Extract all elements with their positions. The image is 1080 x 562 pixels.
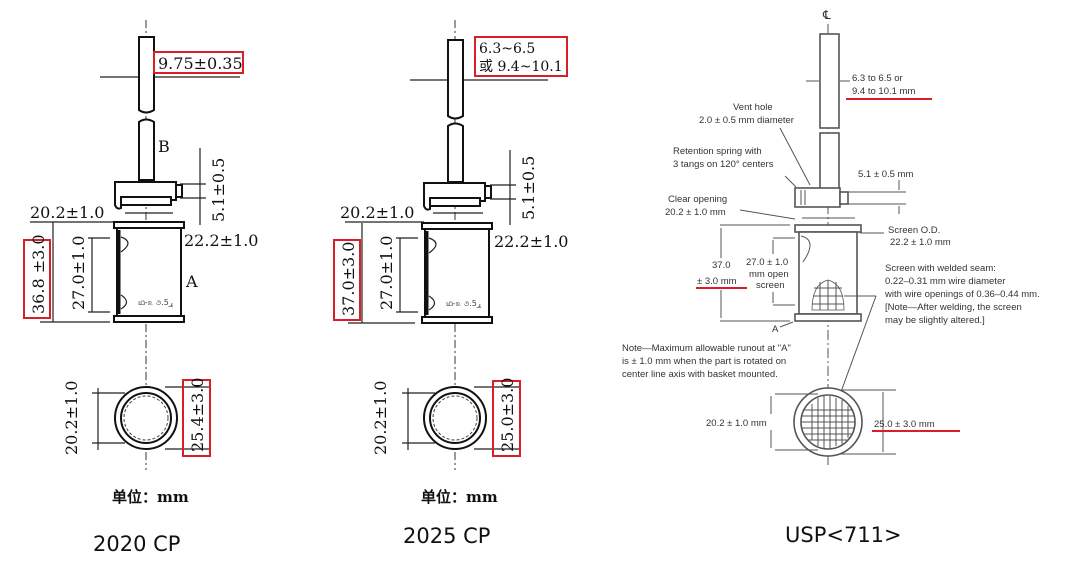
rod xyxy=(138,36,155,181)
centerline-symbol: ℄ xyxy=(822,8,831,22)
retention-spring-line1: Retention spring with xyxy=(673,146,762,157)
rod-diameter-line1: 6.3~6.5 xyxy=(479,41,535,57)
screen-note-line4: [Note—After welding, the screen xyxy=(885,302,1022,313)
clear-opening-label: 20.2±1.0 xyxy=(340,203,414,222)
screen-note-line3: with wire openings of 0.36–0.44 mm. xyxy=(884,289,1040,300)
open-screen-line2: mm open xyxy=(749,269,789,280)
rod-diameter-label: 9.75±0.35 xyxy=(158,54,243,73)
spring-height-label: 5.1±0.5 xyxy=(519,156,538,220)
panel-caption: 2020 CP xyxy=(93,532,180,556)
unit-label: 单位：mm xyxy=(112,488,189,506)
screen-note-line2: 0.22–0.31 mm wire diameter xyxy=(885,276,1005,287)
screen-note-line1: Screen with welded seam: xyxy=(885,263,996,274)
rod-diameter-line2: 或 9.4~10.1 xyxy=(479,59,563,75)
spring-height-label: 5.1±0.5 xyxy=(209,158,228,222)
clear-opening-line2: 20.2 ± 1.0 mm xyxy=(665,207,726,218)
spring-height-label: 5.1 ± 0.5 mm xyxy=(858,169,913,180)
runout-note-line1: Note—Maximum allowable runout at "A" xyxy=(622,343,791,354)
highlight-box xyxy=(23,239,51,319)
basket: ഥ-௨ ૭.5ړ xyxy=(421,222,493,324)
screen-od-label: 22.2±1.0 xyxy=(184,231,258,250)
inner-diameter-label: 20.2±1.0 xyxy=(371,381,390,455)
panel-2020-cp: 9.75±0.35 B 5.1±0.5 20.2±1.0 ഥ-௨ ૭.5ړ 22… xyxy=(23,20,258,556)
point-a-label: A xyxy=(772,324,779,335)
outer-diameter-label: 25.4±3.0 xyxy=(188,378,207,452)
outer-diameter-label: 25.0 ± 3.0 mm xyxy=(874,419,935,430)
highlight-box xyxy=(153,51,244,74)
rod-diameter-line1: 6.3 to 6.5 or xyxy=(852,73,903,84)
vent-hole-line2: 2.0 ± 0.5 mm diameter xyxy=(699,115,794,126)
svg-text:ഥ-௨ ૭.5ړ: ഥ-௨ ૭.5ړ xyxy=(138,298,174,307)
basket-height-line2: ± 3.0 mm xyxy=(697,276,737,287)
retention-spring-line2: 3 tangs on 120° centers xyxy=(673,159,774,170)
basket: ഥ-௨ ૭.5ړ xyxy=(113,221,185,323)
screen-od-line1: Screen O.D. xyxy=(888,225,940,236)
panel-2025-cp: 6.3~6.5 或 9.4~10.1 5.1±0.5 20.2±1.0 ഥ-௨ … xyxy=(333,20,568,548)
point-b-label: B xyxy=(158,137,170,156)
basket-height-line1: 37.0 xyxy=(712,260,731,271)
spring-cap xyxy=(794,187,906,208)
open-screen-line1: 27.0 ± 1.0 xyxy=(746,257,788,268)
svg-text:ഥ-௨ ૭.5ړ: ഥ-௨ ૭.5ړ xyxy=(446,299,482,308)
basket-height-label: 37.0±3.0 xyxy=(339,242,358,316)
highlight-box xyxy=(474,36,568,77)
unit-label: 单位：mm xyxy=(421,488,498,506)
spring-cap xyxy=(114,181,183,210)
point-a-label: A xyxy=(185,272,198,291)
highlight-box xyxy=(333,239,361,321)
screen-od-label: 22.2±1.0 xyxy=(494,232,568,251)
highlight-box xyxy=(492,380,521,457)
basket-bottom-view xyxy=(793,387,863,457)
panel-caption: 2025 CP xyxy=(403,524,490,548)
spring-cap xyxy=(423,182,492,211)
screen-note-line5: may be slightly altered.] xyxy=(885,315,985,326)
outer-diameter-label: 25.0±3.0 xyxy=(498,378,517,452)
highlight-box xyxy=(182,379,211,457)
runout-note-line2: is ± 1.0 mm when the part is rotated on xyxy=(622,356,786,367)
runout-note-line3: center line axis with basket mounted. xyxy=(622,369,778,380)
open-screen-line3: screen xyxy=(756,280,785,291)
clear-opening-line1: Clear opening xyxy=(668,194,727,205)
panel-caption: USP<711> xyxy=(785,523,902,547)
basket-bottom-view xyxy=(114,386,178,450)
inner-diameter-label: 20.2±1.0 xyxy=(62,381,81,455)
inner-diameter-label: 20.2 ± 1.0 mm xyxy=(706,418,767,429)
basket-height-label: 36.8 ±3.0 xyxy=(29,234,48,314)
basket xyxy=(794,224,877,401)
vent-hole-line1: Vent hole xyxy=(733,102,773,113)
panel-usp-711: ℄ 6.3 to 6.5 or 9.4 to 10.1 mm Vent hole… xyxy=(622,8,1040,547)
open-screen-label: 27.0±1.0 xyxy=(377,236,396,310)
rod xyxy=(819,33,840,190)
rod xyxy=(447,39,464,183)
basket-bottom-view xyxy=(423,386,487,450)
open-screen-label: 27.0±1.0 xyxy=(69,236,88,310)
clear-opening-label: 20.2±1.0 xyxy=(30,203,104,222)
screen-od-line2: 22.2 ± 1.0 mm xyxy=(890,237,951,248)
rod-diameter-line2: 9.4 to 10.1 mm xyxy=(852,86,915,97)
